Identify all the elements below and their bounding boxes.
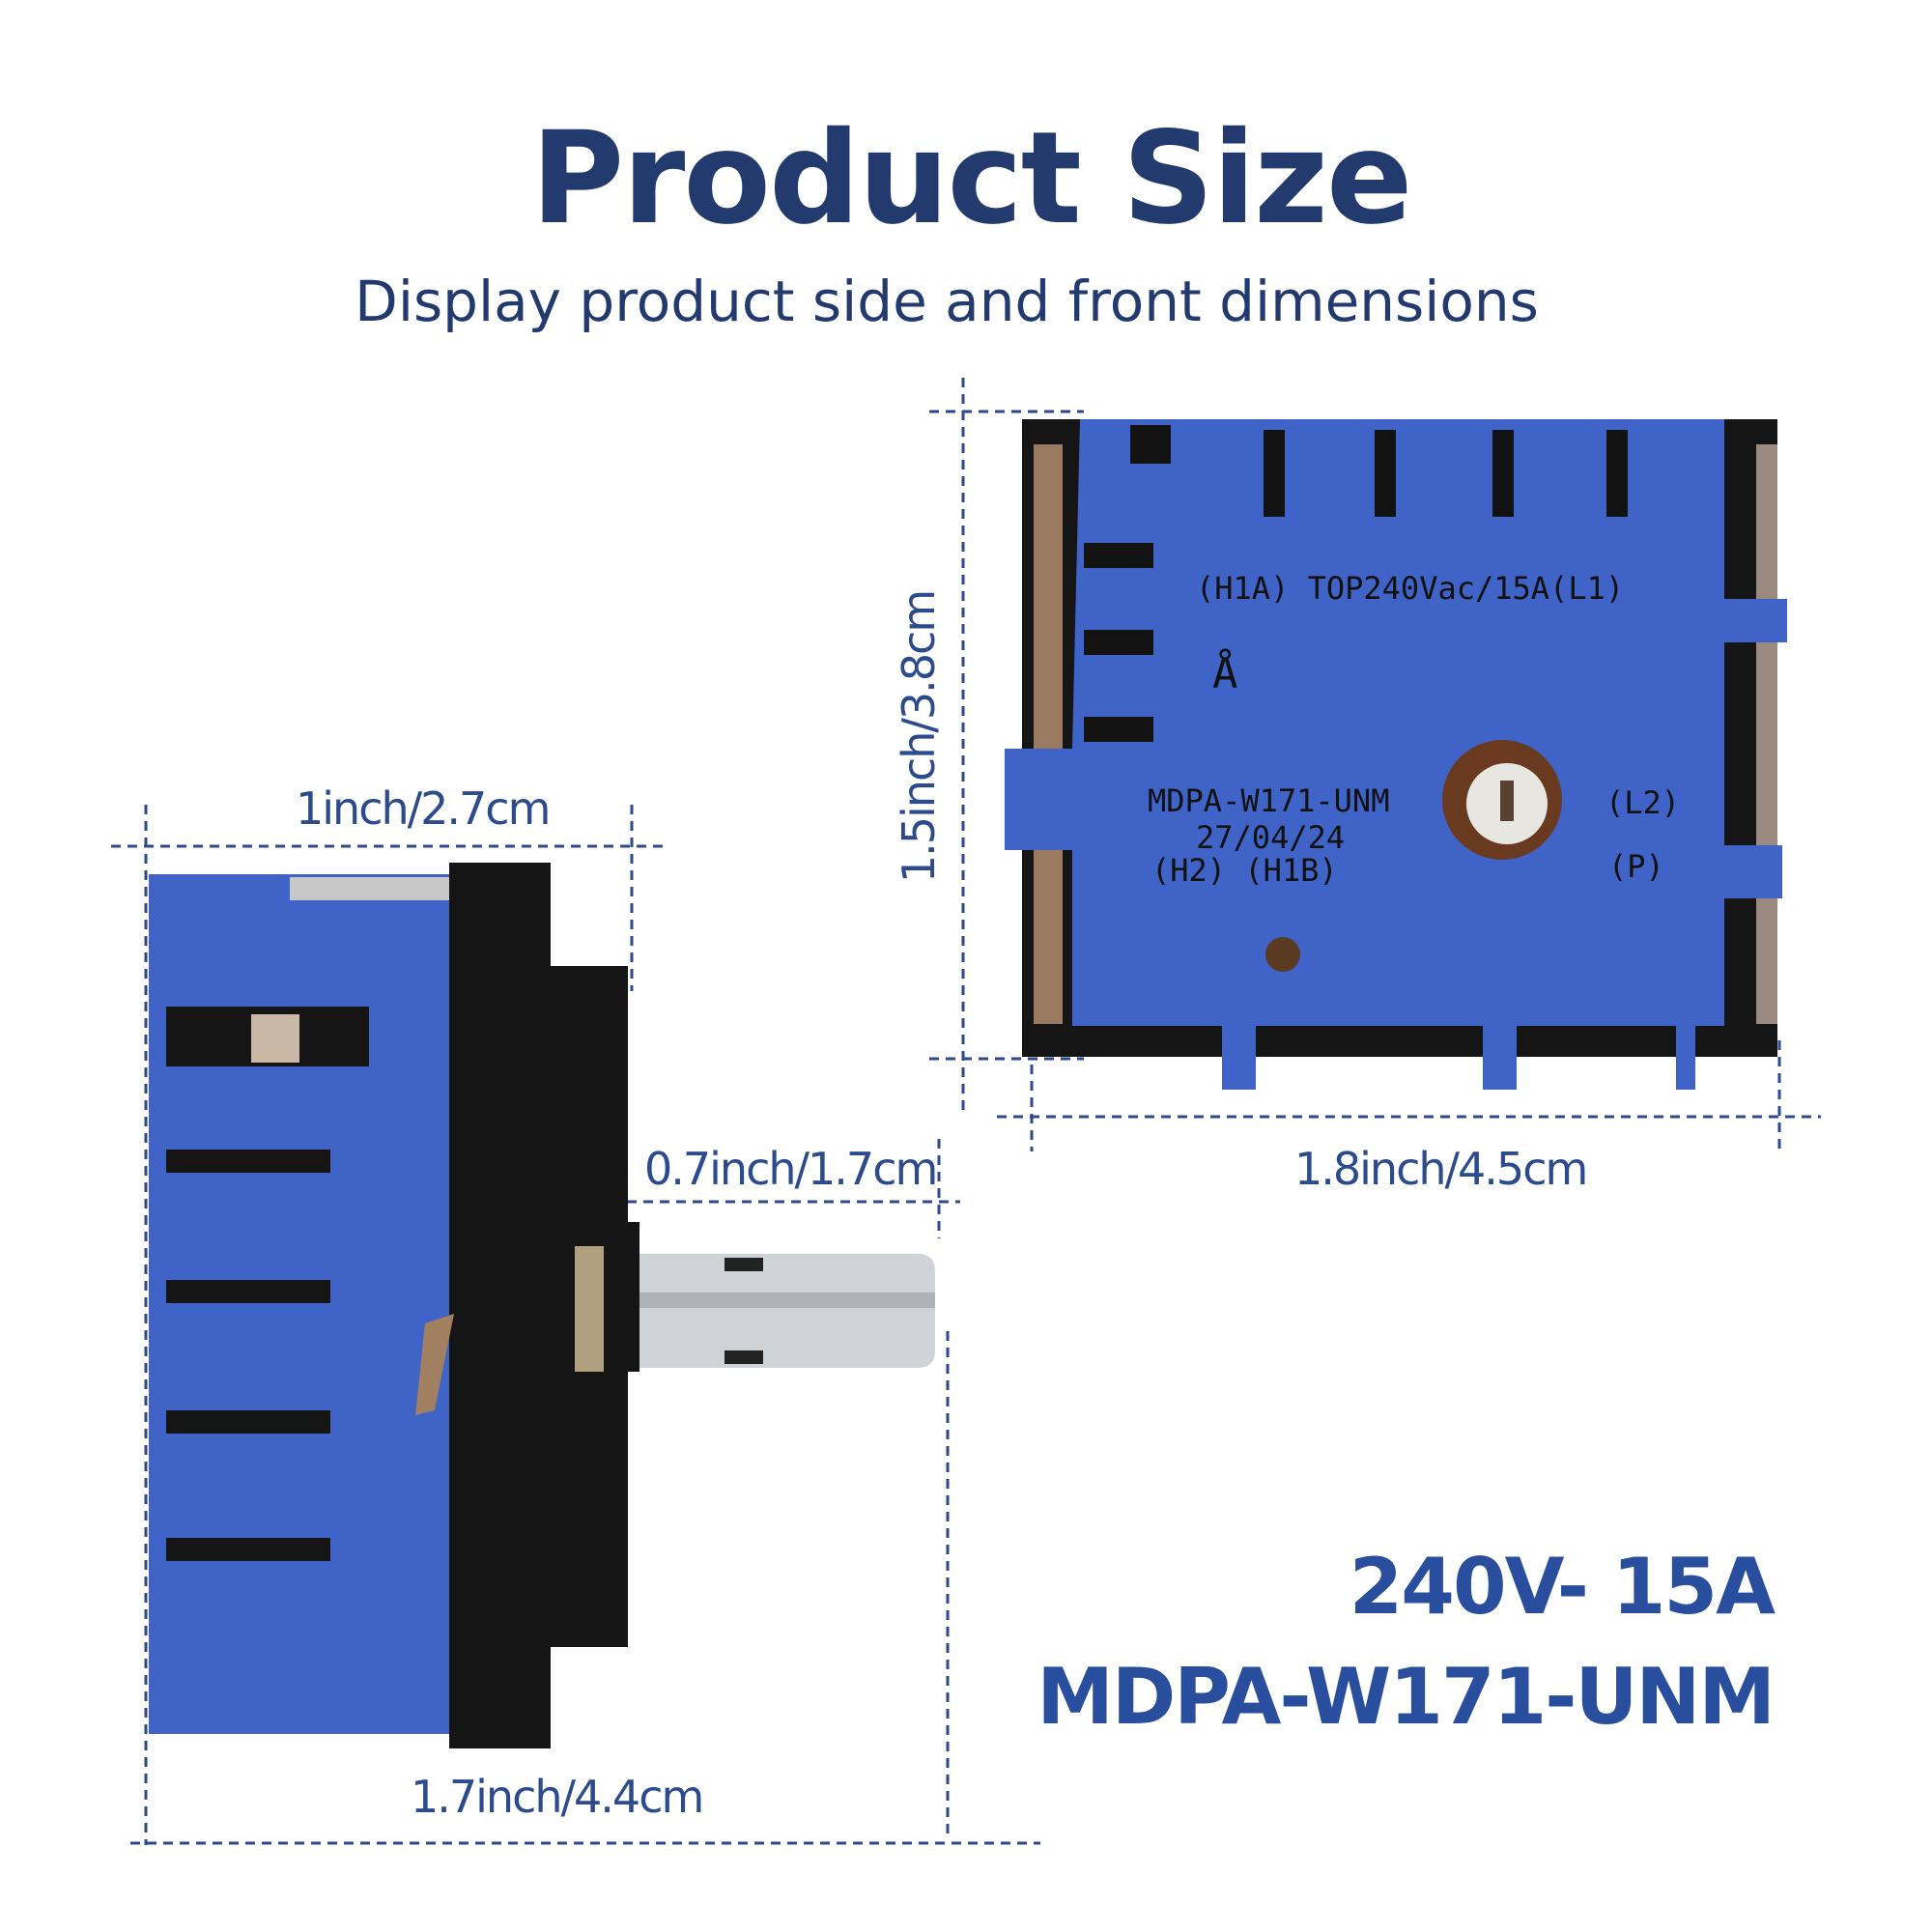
marking-line1: (H1A) TOP240Vac/15A(L1) <box>1196 570 1624 607</box>
marking-date: 27/04/24 <box>1196 819 1345 856</box>
dimension-label-body-depth: 1inch/2.7cm <box>296 782 551 835</box>
front-view-product: (H1A) TOP240Vac/15A(L1) Å MDPA-W171-UNM … <box>1005 419 1787 1090</box>
spec-rating: 240V- 15A <box>1349 1542 1776 1632</box>
page-subtitle: Display product side and front dimension… <box>355 269 1539 334</box>
dimension-label-width: 1.8inch/4.5cm <box>1294 1143 1588 1195</box>
side-view-product <box>149 863 935 1748</box>
spec-model: MDPA-W171-UNM <box>1037 1652 1776 1742</box>
dimension-label-height: 1.5inch/3.8cm <box>893 590 946 884</box>
marking-model: MDPA-W171-UNM <box>1148 782 1389 819</box>
marking-l2: (L2) <box>1605 784 1680 821</box>
marking-terminals: (H2) (H1B) <box>1151 852 1338 889</box>
dimension-label-shaft: 0.7inch/1.7cm <box>644 1143 938 1195</box>
dimension-lines <box>111 378 1821 1845</box>
dimension-label-total-depth: 1.7inch/4.4cm <box>411 1771 704 1823</box>
page-title: Product Size <box>530 104 1413 253</box>
marking-p: (P) <box>1608 848 1664 885</box>
marking-symbol: Å <box>1212 647 1238 698</box>
